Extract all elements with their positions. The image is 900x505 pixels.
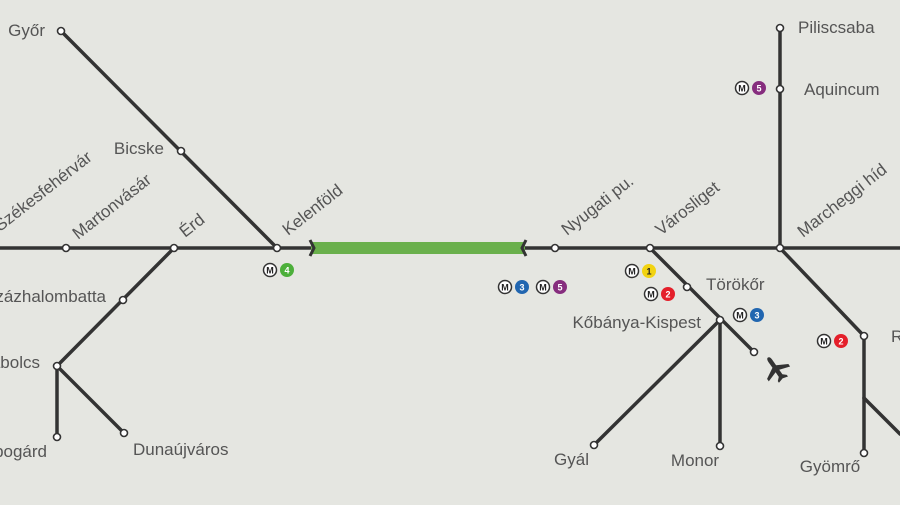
metro-logo-letter: M	[738, 84, 746, 94]
label-dunaujvaros: Dunaújváros	[133, 440, 228, 459]
track-southeast	[862, 396, 900, 436]
station-bicske[interactable]	[176, 146, 186, 156]
label-nyugati: Nyugati pu.	[558, 171, 637, 239]
station-gyal[interactable]	[589, 440, 599, 450]
label-szazhalombatta: Százhalombatta	[0, 287, 107, 306]
label-east-partial: R	[891, 327, 900, 346]
station-nyugati[interactable]	[550, 243, 560, 253]
metro-logo-icon	[262, 262, 278, 278]
metro-logo-icon	[497, 279, 513, 295]
station-szazhalombatta[interactable]	[118, 295, 128, 305]
station-martonvasar[interactable]	[61, 243, 71, 253]
label-torokor: Törökőr	[706, 275, 765, 294]
metro-badge-aquincum[interactable]: M 5	[734, 80, 767, 96]
label-gyomro: Gyömrő	[800, 457, 860, 476]
metro-logo-letter: M	[501, 283, 509, 293]
metro-logo-icon	[535, 279, 551, 295]
metro-logo-icon	[734, 80, 750, 96]
metro-badge-torokor[interactable]: M 2	[643, 286, 676, 302]
track-dunaujvaros	[55, 364, 126, 435]
metro-logo-icon	[643, 286, 659, 302]
metro-logo-letter: M	[820, 337, 828, 347]
metro-logo-icon	[732, 307, 748, 323]
metro-line-2-icon	[834, 334, 848, 348]
label-monor: Monor	[671, 451, 720, 470]
metro-line-number: 5	[557, 283, 562, 293]
station-gyomro[interactable]	[859, 448, 869, 458]
metro-line-3-icon	[750, 308, 764, 322]
label-varosliget: Városliget	[652, 177, 723, 239]
metro-line-number: 4	[284, 266, 289, 276]
station-piliscsaba[interactable]	[775, 23, 785, 33]
label-erd: Érd	[176, 210, 209, 241]
metro-line-number: 2	[665, 290, 670, 300]
label-kelenfold: Kelenföld	[279, 181, 347, 240]
station-varosliget[interactable]	[645, 243, 655, 253]
label-bicske: Bicske	[114, 139, 164, 158]
tunnel-portal-west	[308, 239, 316, 257]
station-labels: Győr Bicske Százhalombatta Pusztaszabolc…	[0, 18, 900, 476]
metro-line-number: 1	[646, 267, 651, 277]
airplane-icon[interactable]	[757, 350, 794, 387]
metro-line-number: 3	[754, 311, 759, 321]
metro-badge-varosliget[interactable]: M 1	[624, 263, 657, 279]
station-aquincum[interactable]	[775, 84, 785, 94]
metro-line-3-icon	[515, 280, 529, 294]
metro-logo-letter: M	[736, 311, 744, 321]
tunnel-portal-east	[520, 239, 528, 257]
track-erd-branch	[55, 246, 176, 368]
metro-line-4-icon	[280, 263, 294, 277]
metro-line-number: 2	[838, 337, 843, 347]
metro-logo-letter: M	[628, 267, 636, 277]
metro-line-number: 3	[519, 283, 524, 293]
station-erd[interactable]	[169, 243, 179, 253]
label-martonvasar: Martonvásár	[69, 170, 155, 243]
station-markers	[52, 23, 869, 458]
station-kelenfold[interactable]	[272, 243, 282, 253]
station-pusztaszabolcs[interactable]	[52, 361, 62, 371]
track-gyor	[59, 29, 279, 250]
station-east-branch[interactable]	[859, 331, 869, 341]
label-gyal: Gyál	[554, 450, 589, 469]
label-kobanya-kispest: Kőbánya-Kispest	[572, 313, 701, 332]
track-gyal	[592, 318, 722, 447]
metro-line-number: 5	[756, 84, 761, 94]
metro-badge-kelenfold[interactable]: M 4	[262, 262, 295, 278]
metro-logo-icon	[624, 263, 640, 279]
metro-line-5-icon	[752, 81, 766, 95]
station-dunaujvaros[interactable]	[119, 428, 129, 438]
track-lines	[0, 26, 900, 455]
station-airport[interactable]	[749, 347, 759, 357]
tunnel-section	[308, 239, 528, 257]
station-labels-diagonal: Székesfehérvár Martonvásár Érd Kelenföld…	[0, 147, 890, 243]
station-marcheggi-hid[interactable]	[775, 243, 785, 253]
metro-line-2-icon	[661, 287, 675, 301]
station-sarbogard[interactable]	[52, 432, 62, 442]
station-gyor[interactable]	[56, 26, 66, 36]
metro-badge-east-branch[interactable]: M 2	[816, 333, 849, 349]
label-piliscsaba: Piliscsaba	[798, 18, 875, 37]
track-kispest	[648, 246, 756, 354]
station-torokor[interactable]	[682, 282, 692, 292]
label-sarbogard: Sárbogárd	[0, 442, 47, 461]
station-monor[interactable]	[715, 441, 725, 451]
metro-logo-letter: M	[647, 290, 655, 300]
metro-badges: M 4 M 3 M 5 M 1 M 2	[262, 80, 849, 349]
label-pusztaszabolcs: Pusztaszabolcs	[0, 353, 40, 372]
metro-badge-nyugati[interactable]: M 3 M 5	[497, 279, 568, 295]
metro-line-5-icon	[553, 280, 567, 294]
track-east-branch	[778, 246, 866, 338]
metro-logo-icon	[816, 333, 832, 349]
station-kobanya-kispest[interactable]	[715, 315, 725, 325]
label-aquincum: Aquincum	[804, 80, 880, 99]
label-gyor: Győr	[8, 21, 45, 40]
metro-badge-kobanya-kispest[interactable]: M 3	[732, 307, 765, 323]
label-marcheggi-hid: Marcheggi híd	[794, 160, 891, 241]
metro-logo-letter: M	[266, 266, 274, 276]
metro-logo-letter: M	[539, 283, 547, 293]
metro-line-1-icon	[642, 264, 656, 278]
tunnel-bar	[311, 242, 525, 254]
